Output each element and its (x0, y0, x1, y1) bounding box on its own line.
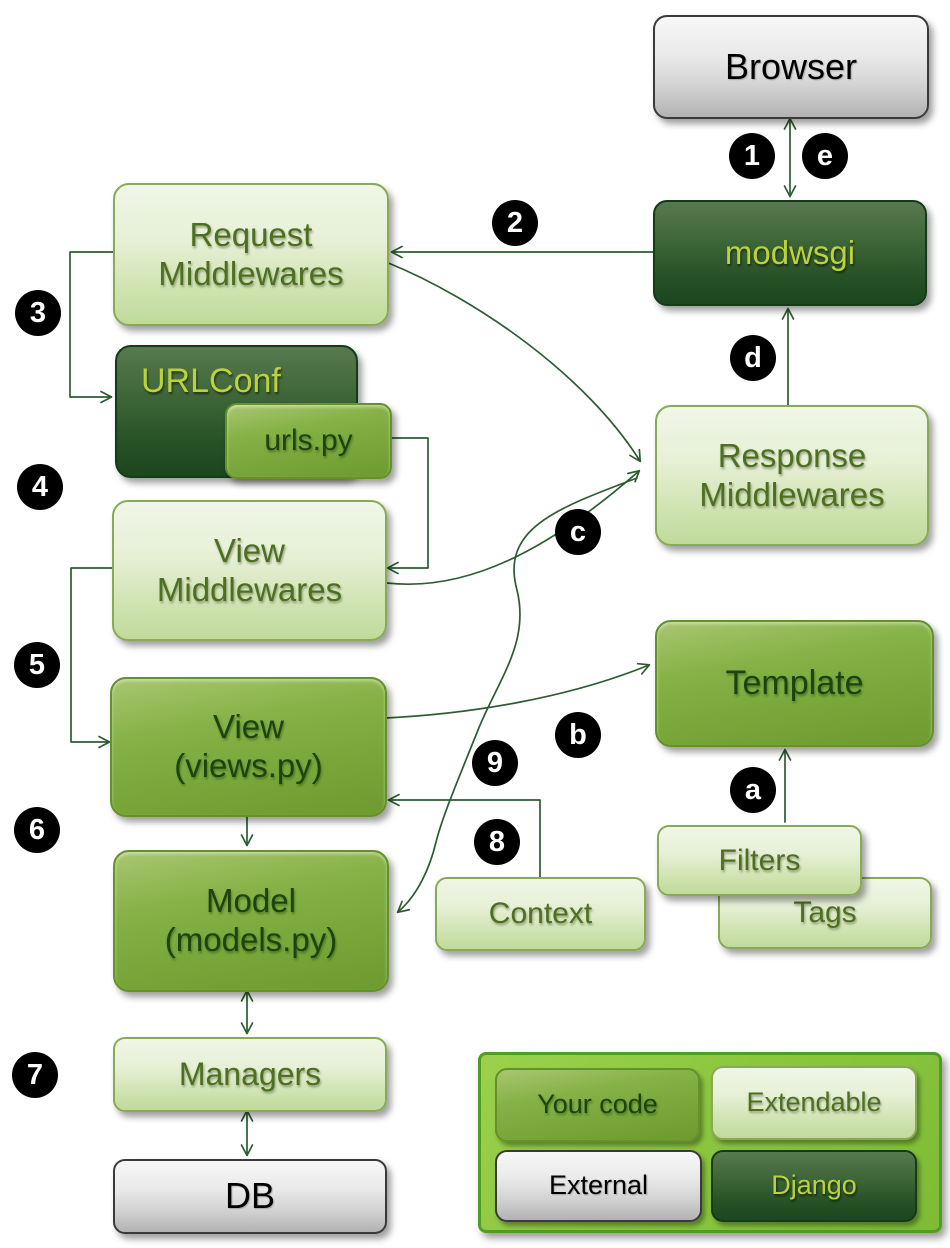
step-badge-1: 1 (729, 133, 775, 179)
elbow-view-middlewares-view (70, 567, 113, 749)
curve-request-middlewares-response-middlewares (385, 261, 642, 463)
legend-panel: Your code Extendable External Django (478, 1052, 942, 1233)
step-badge-7: 7 (12, 1052, 58, 1098)
node-label: Tags (793, 896, 857, 930)
node-label: Template (725, 664, 864, 703)
legend-item-your-code: Your code (495, 1068, 700, 1142)
step-badge-6: 6 (14, 807, 60, 853)
node-label: Model (206, 882, 296, 920)
node-label: Middlewares (699, 475, 885, 513)
node-browser: Browser (653, 15, 929, 119)
step-badge-3: 3 (15, 290, 61, 336)
node-filters: Filters (657, 825, 862, 896)
node-view: View (views.py) (110, 677, 387, 817)
elbow-urlspy-view-middlewares (386, 437, 429, 575)
step-badge-c: c (555, 509, 601, 555)
step-badge-9: 9 (472, 740, 518, 786)
node-label: Browser (724, 45, 858, 87)
node-label: urls.py (264, 424, 353, 458)
node-context: Context (435, 877, 646, 951)
node-label: URLConf (141, 362, 281, 400)
legend-label: Your code (537, 1089, 658, 1120)
step-badge-d: d (730, 335, 776, 381)
legend-label: External (548, 1170, 649, 1201)
node-managers: Managers (113, 1037, 387, 1112)
step-badge-5: 5 (14, 642, 60, 688)
node-label: (views.py) (174, 747, 323, 784)
legend-label: Extendable (746, 1087, 882, 1118)
legend-label: Django (771, 1170, 857, 1201)
step-badge-b: b (555, 712, 601, 758)
node-response-middlewares: Response Middlewares (655, 405, 929, 546)
elbow-request-middlewares-urlconf (69, 251, 114, 404)
legend-item-django: Django (711, 1150, 917, 1222)
step-badge-e: e (802, 133, 848, 179)
node-label: Middlewares (156, 570, 343, 608)
curve-view-template (384, 662, 651, 719)
node-modwsgi: modwsgi (653, 200, 927, 306)
node-label: Filters (718, 843, 801, 877)
node-db: DB (113, 1159, 387, 1234)
elbow-context-view (387, 793, 541, 878)
node-label: (models.py) (164, 921, 338, 958)
node-label: DB (224, 1175, 275, 1217)
legend-item-extendable: Extendable (711, 1066, 917, 1140)
node-label: modwsgi (724, 233, 856, 271)
step-badge-a: a (730, 767, 776, 813)
node-view-middlewares: View Middlewares (112, 500, 387, 641)
step-badge-8: 8 (474, 819, 520, 865)
node-urls-py: urls.py (225, 403, 392, 479)
node-label: Request (189, 215, 313, 253)
node-label: Middlewares (158, 254, 344, 292)
node-label: Response (717, 436, 867, 474)
node-label: View (214, 531, 285, 569)
node-model: Model (models.py) (113, 850, 389, 992)
node-label: Context (488, 897, 593, 931)
step-badge-2: 2 (492, 200, 538, 246)
node-request-middlewares: Request Middlewares (113, 183, 389, 326)
legend-item-external: External (495, 1150, 702, 1222)
node-template: Template (655, 620, 934, 747)
curve-down-to-model (396, 477, 638, 914)
step-badge-4: 4 (17, 464, 63, 510)
node-label: View (213, 708, 284, 746)
node-label: Managers (178, 1055, 322, 1092)
